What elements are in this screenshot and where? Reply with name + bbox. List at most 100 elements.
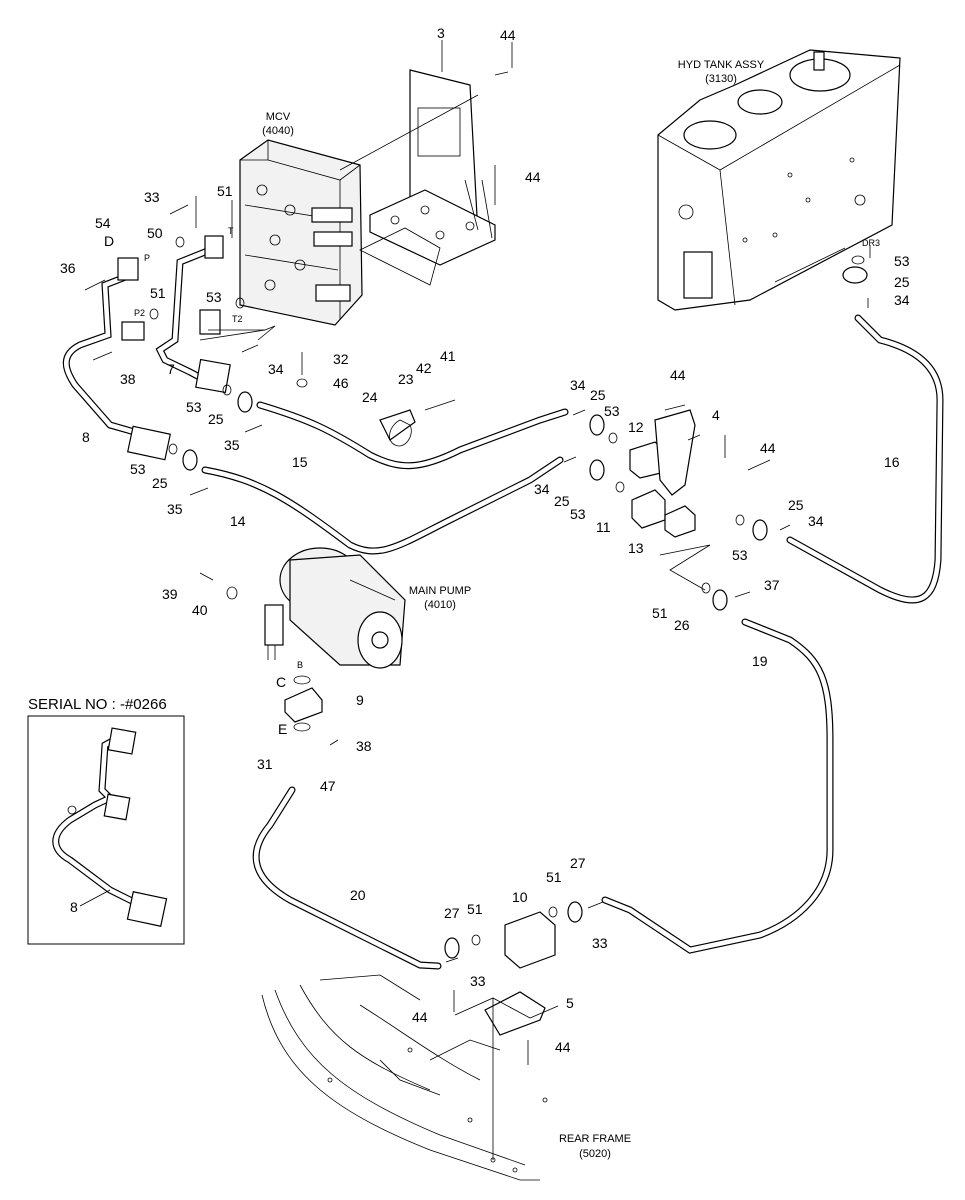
callout-24: 24 [362,389,378,405]
callout-12: 12 [628,419,644,435]
main-pump-title: MAIN PUMP [409,585,471,597]
callout-33-top: 33 [144,189,160,205]
port-labels: P P2 T T2 B DR3 [134,226,880,670]
callout-39: 39 [162,586,178,602]
assembly-titles: MCV (4040) HYD TANK ASSY (3130) MAIN PUM… [262,59,765,1160]
letter-d: D [104,233,114,249]
port-dr3: DR3 [862,238,880,248]
callout-19: 19 [752,653,768,669]
callout-44-top: 44 [500,27,516,43]
callout-44-b2: 44 [555,1039,571,1055]
callout-14: 14 [230,513,246,529]
callout-33-b: 33 [470,973,486,989]
mcv-title: MCV [266,111,291,123]
small-fittings [84,71,869,1065]
callout-5: 5 [566,995,574,1011]
callout-10: 10 [512,889,528,905]
hose-19 [601,618,834,954]
inset-frame [27,715,185,945]
callout-44-right: 44 [760,440,776,456]
callout-47: 47 [320,778,336,794]
callout-3: 3 [437,25,445,41]
callout-25-b: 25 [152,475,168,491]
callout-51-a: 51 [467,901,483,917]
hose-14 [201,456,564,555]
callout-46: 46 [333,375,349,391]
callout-53-mid: 53 [604,403,620,419]
mcv-mount-bracket [359,69,496,286]
callout-34-mid2: 34 [534,481,550,497]
leader-lines [195,40,871,1160]
callout-23: 23 [398,371,414,387]
callout-53-b: 53 [130,461,146,477]
callout-8: 8 [82,429,90,445]
port-t: T [228,226,234,236]
callout-34-right: 34 [808,513,824,529]
callout-38-top: 38 [120,371,136,387]
pipe-8 [62,272,149,439]
serial-inset: SERIAL NO : -#0266 8 [27,696,185,945]
rear-frame [261,974,548,1181]
port-p2: P2 [134,308,145,318]
callout-20: 20 [350,887,366,903]
callout-33-a: 33 [592,935,608,951]
callout-51-right: 51 [652,605,668,621]
callout-16: 16 [884,454,900,470]
callout-51-b: 51 [546,869,562,885]
mcv-valve [239,139,363,326]
callout-53-left: 53 [186,399,202,415]
callout-44-bracket: 44 [525,169,541,185]
callout-25-mid: 25 [590,387,606,403]
callout-7: 7 [167,361,175,377]
callout-25-mid2: 25 [554,493,570,509]
callout-53-right: 53 [732,547,748,563]
hyd-tank-code: (3130) [705,73,737,85]
callout-53-tank: 53 [894,253,910,269]
callout-13: 13 [628,540,644,556]
callout-44-b1: 44 [412,1009,428,1025]
hyd-tank-title: HYD TANK ASSY [678,59,765,71]
hyd-tank [657,49,901,311]
callout-53-mid2: 53 [570,506,586,522]
callout-54: 54 [95,215,111,231]
callout-35-b: 35 [167,501,183,517]
port-t2: T2 [232,314,243,324]
callout-53-mcv: 53 [206,289,222,305]
inset-title: SERIAL NO : -#0266 [28,696,167,713]
inset-part-label: 8 [70,899,78,915]
callout-36: 36 [60,260,76,276]
mcv-code: (4040) [262,125,294,137]
callout-50: 50 [147,225,163,241]
hose-16 [786,314,944,604]
rear-frame-title: REAR FRAME [559,1133,631,1145]
callout-51-p2: 51 [150,285,166,301]
callout-25-left: 25 [208,411,224,427]
callout-11: 11 [596,519,611,535]
callout-31: 31 [257,756,273,772]
letter-c: C [276,674,286,690]
main-pump [264,547,406,669]
port-p: P [144,253,150,263]
callout-34-tank: 34 [894,292,910,308]
port-b: B [297,660,303,670]
hose-15 [256,401,569,470]
callout-41: 41 [440,348,456,364]
callout-34-mid: 34 [570,377,586,393]
rear-frame-code: (5020) [579,1148,611,1160]
pipe-7 [155,246,214,384]
main-pump-code: (4010) [424,599,456,611]
callout-35-a: 35 [224,437,240,453]
hose-20 [252,786,442,970]
callout-15: 15 [292,454,308,470]
callout-37: 37 [764,577,780,593]
callout-25-right: 25 [788,497,804,513]
callout-4: 4 [712,407,720,423]
callout-40: 40 [192,602,208,618]
flange-parts [117,235,868,1036]
callout-32: 32 [333,351,349,367]
callout-26: 26 [674,617,690,633]
callout-25-tank: 25 [894,274,910,290]
letter-e: E [278,721,287,737]
callout-27-b: 27 [570,855,586,871]
